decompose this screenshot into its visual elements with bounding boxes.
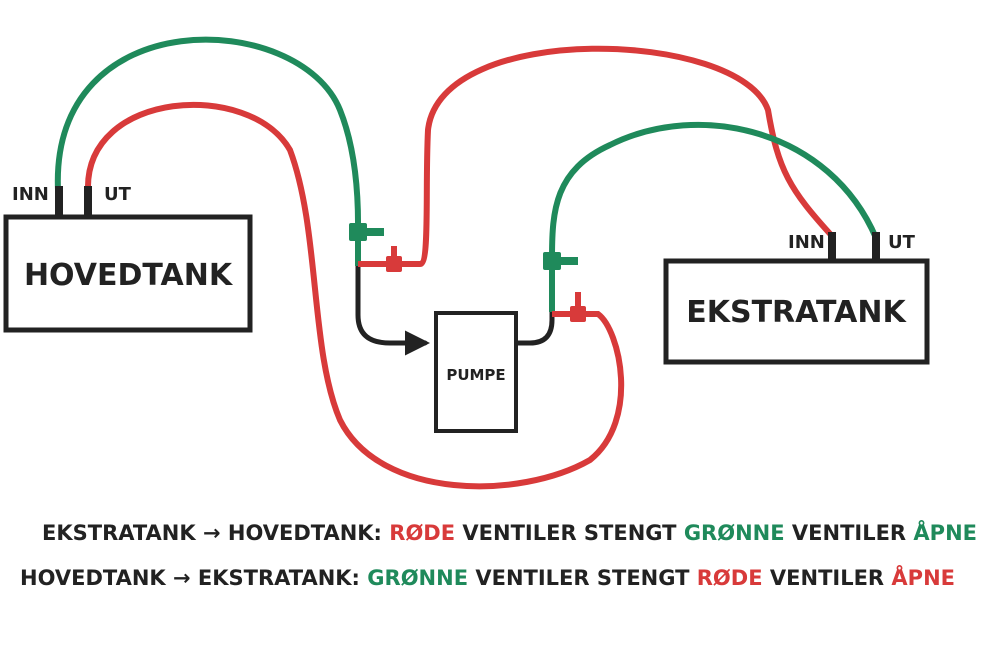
legend-1-route: EKSTRATANK → HOVEDTANK: xyxy=(42,521,382,545)
main-tank-label: HOVEDTANK xyxy=(24,258,234,293)
legend-1-middle: VENTILER STENGT xyxy=(462,521,677,545)
main-tank-in-label: INN xyxy=(12,184,49,205)
legend-2-end-word: VENTILER xyxy=(769,566,885,590)
legend-2-state: ÅPNE xyxy=(891,566,955,590)
extra-tank-label: EKSTRATANK xyxy=(686,295,907,330)
pump: PUMPE xyxy=(434,311,518,433)
green-pipe-extra-ut xyxy=(549,121,879,261)
legend-1-first-color: RØDE xyxy=(389,521,456,545)
extra-tank: EKSTRATANK INN UT xyxy=(663,232,930,365)
legend-2-second-color: RØDE xyxy=(696,566,763,590)
extra-tank-out-label: UT xyxy=(888,232,916,253)
legend-line-main-to-extra: HOVEDTANK → EKSTRATANK: GRØNNE VENTILER … xyxy=(0,566,1000,590)
extra-tank-in-label: INN xyxy=(788,232,825,253)
red-pipe-extra-inn xyxy=(387,45,835,267)
main-tank: HOVEDTANK INN UT xyxy=(3,184,253,333)
green-valve-a[interactable] xyxy=(349,223,384,241)
red-valve-b[interactable] xyxy=(552,292,586,322)
pump-outlet-pipe xyxy=(513,259,555,346)
legend-2-first-color: GRØNNE xyxy=(367,566,469,590)
green-valve-b[interactable] xyxy=(543,252,578,270)
pump-inlet-pipe xyxy=(355,229,430,356)
green-pipe-main-inn xyxy=(54,36,362,235)
legend-2-middle: VENTILER STENGT xyxy=(475,566,690,590)
legend-line-extra-to-main: EKSTRATANK → HOVEDTANK: RØDE VENTILER ST… xyxy=(0,521,1000,545)
legend-1-second-color: GRØNNE xyxy=(683,521,785,545)
legend-2-route: HOVEDTANK → EKSTRATANK: xyxy=(20,566,360,590)
legend-1-state: ÅPNE xyxy=(913,521,977,545)
main-tank-out-label: UT xyxy=(104,184,132,205)
pump-label: PUMPE xyxy=(446,366,505,384)
red-valve-a[interactable] xyxy=(358,246,402,272)
legend-1-end-word: VENTILER xyxy=(791,521,907,545)
red-pipe-main-ut xyxy=(84,101,625,490)
